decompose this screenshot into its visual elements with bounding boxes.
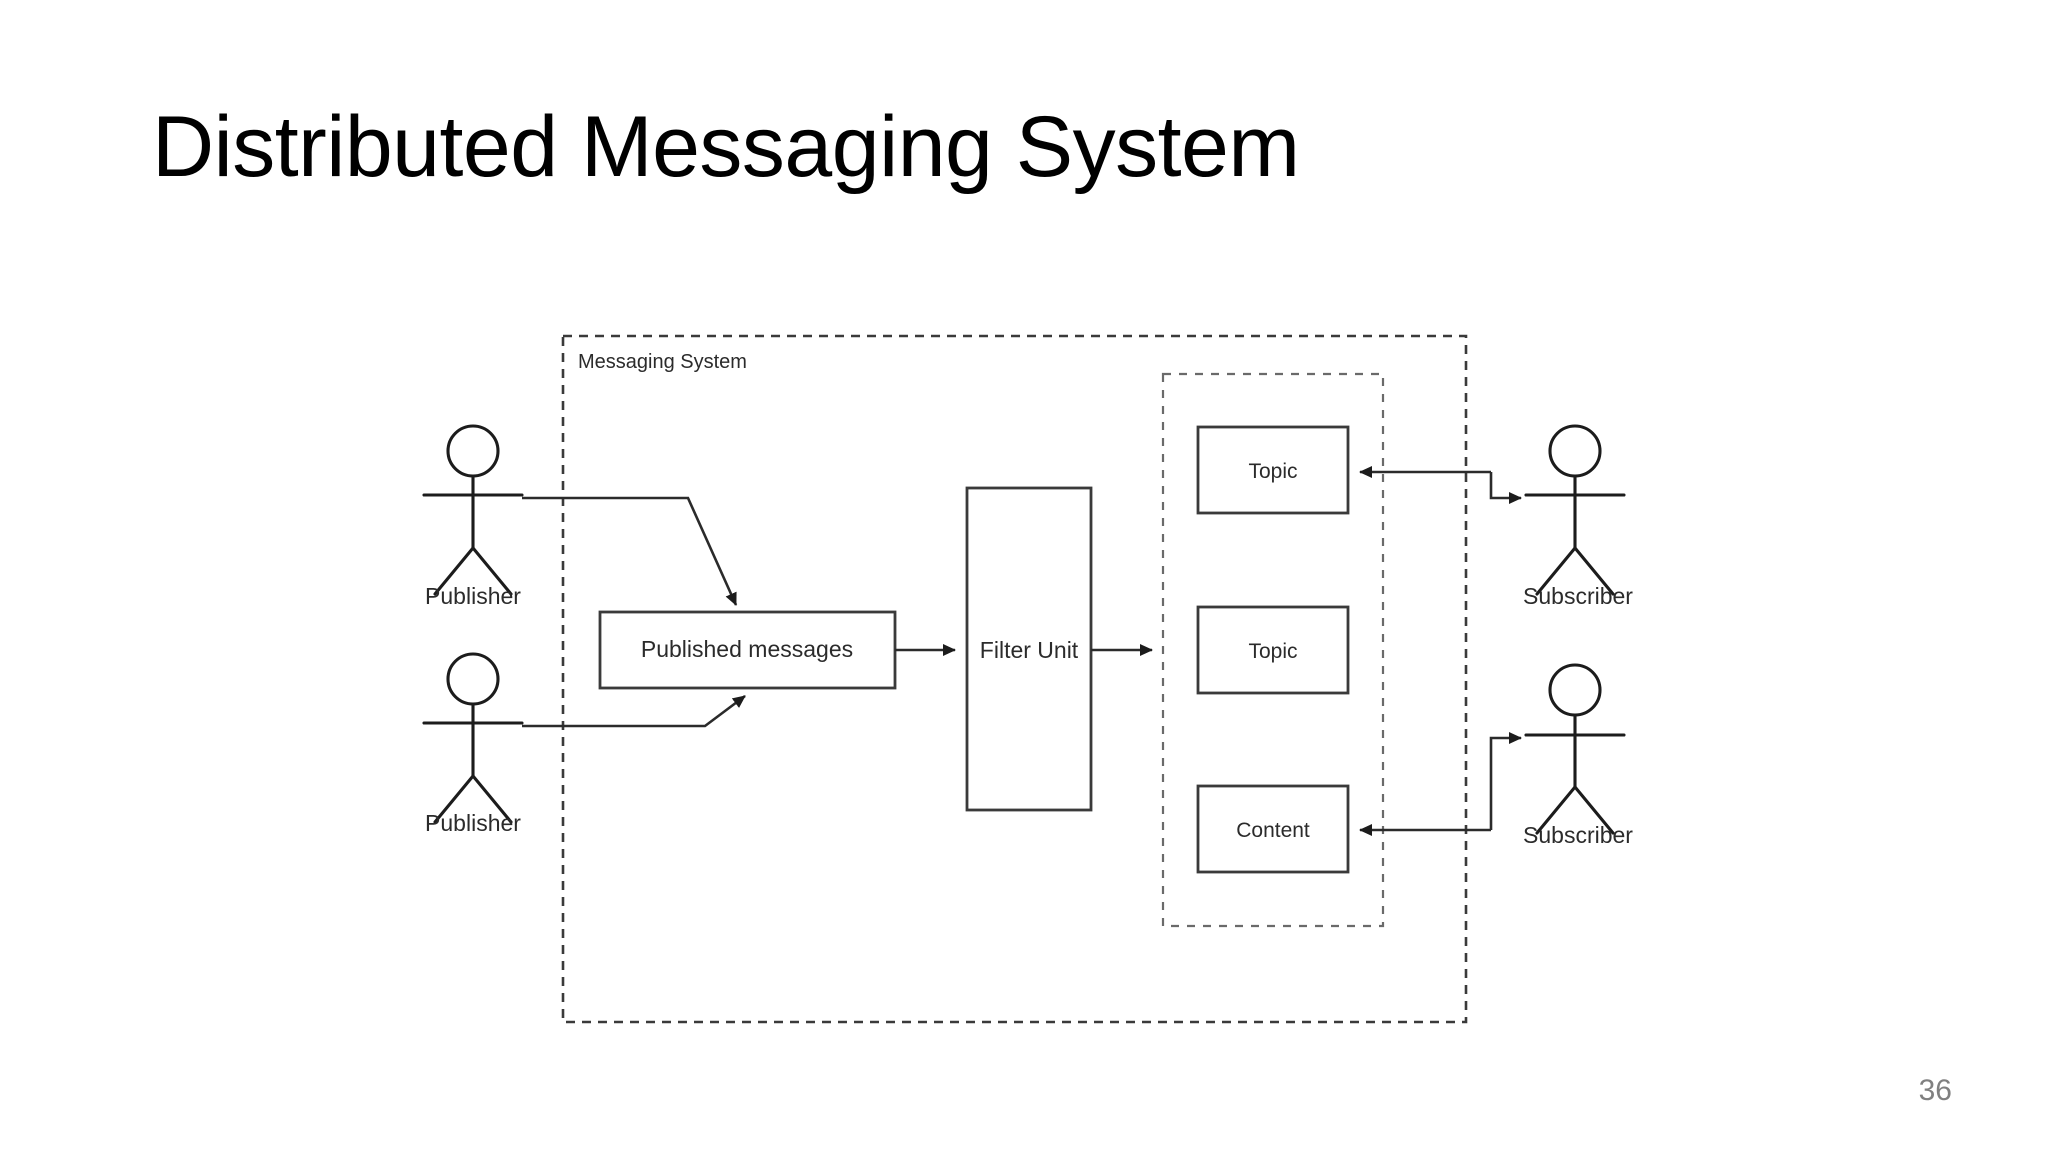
flow-content-to-subscriber-bottom: [1489, 732, 1522, 830]
publisher-top-leg-left: [433, 546, 475, 596]
subscriber-bottom-label: Subscriber: [1523, 822, 1633, 848]
publisher-bottom-leg-left: [433, 774, 475, 824]
topics-group-boundary: [1161, 372, 1385, 928]
subscriber-bottom-leg-right: [1573, 785, 1615, 835]
messaging-system-label: Messaging System: [578, 351, 747, 373]
actor-subscriber-top[interactable]: Subscriber: [1523, 424, 1633, 609]
published-messages-label: Published messages: [641, 636, 853, 662]
subscriber-top-leg-left: [1535, 546, 1577, 596]
topic-1-box: [1196, 425, 1350, 515]
node-topic-1[interactable]: Topic: [1196, 425, 1350, 515]
page-number: 36: [1918, 1074, 1952, 1107]
publisher-bottom-leg-right: [471, 774, 513, 824]
topic-1-label: Topic: [1248, 460, 1297, 483]
publisher-top-label: Publisher: [425, 583, 521, 609]
node-published-messages[interactable]: Published messages: [598, 610, 897, 690]
subscriber-top-leg-right: [1573, 546, 1615, 596]
topic-2-box: [1196, 605, 1350, 695]
flow-publisher-top-to-published-messages: [522, 496, 738, 606]
publisher-bottom-head: [446, 652, 500, 706]
node-topic-2[interactable]: Topic: [1196, 605, 1350, 695]
subscriber-top-label: Subscriber: [1523, 583, 1633, 609]
topic-2-label: Topic: [1248, 640, 1297, 663]
flow-topic-1-to-subscriber-top: [1489, 472, 1522, 504]
filter-unit-label: Filter Unit: [980, 637, 1079, 663]
actor-publisher-top[interactable]: Publisher: [422, 424, 524, 609]
subscriber-bottom-leg-left: [1535, 785, 1577, 835]
messaging-system-boundary: [561, 334, 1468, 1024]
node-content[interactable]: Content: [1196, 784, 1350, 874]
content-label: Content: [1236, 819, 1310, 842]
actor-subscriber-bottom[interactable]: Subscriber: [1523, 663, 1633, 848]
publisher-top-head: [446, 424, 500, 478]
publisher-top-leg-right: [471, 546, 513, 596]
subscriber-top-head: [1548, 424, 1602, 478]
actor-publisher-bottom[interactable]: Publisher: [422, 652, 524, 836]
page-title: Distributed Messaging System: [152, 99, 1300, 195]
node-filter-unit[interactable]: Filter Unit: [965, 486, 1093, 812]
flow-publisher-bottom-to-published-messages: [522, 694, 746, 728]
content-box: [1196, 784, 1350, 874]
subscriber-bottom-head: [1548, 663, 1602, 717]
publisher-bottom-label: Publisher: [425, 810, 521, 836]
